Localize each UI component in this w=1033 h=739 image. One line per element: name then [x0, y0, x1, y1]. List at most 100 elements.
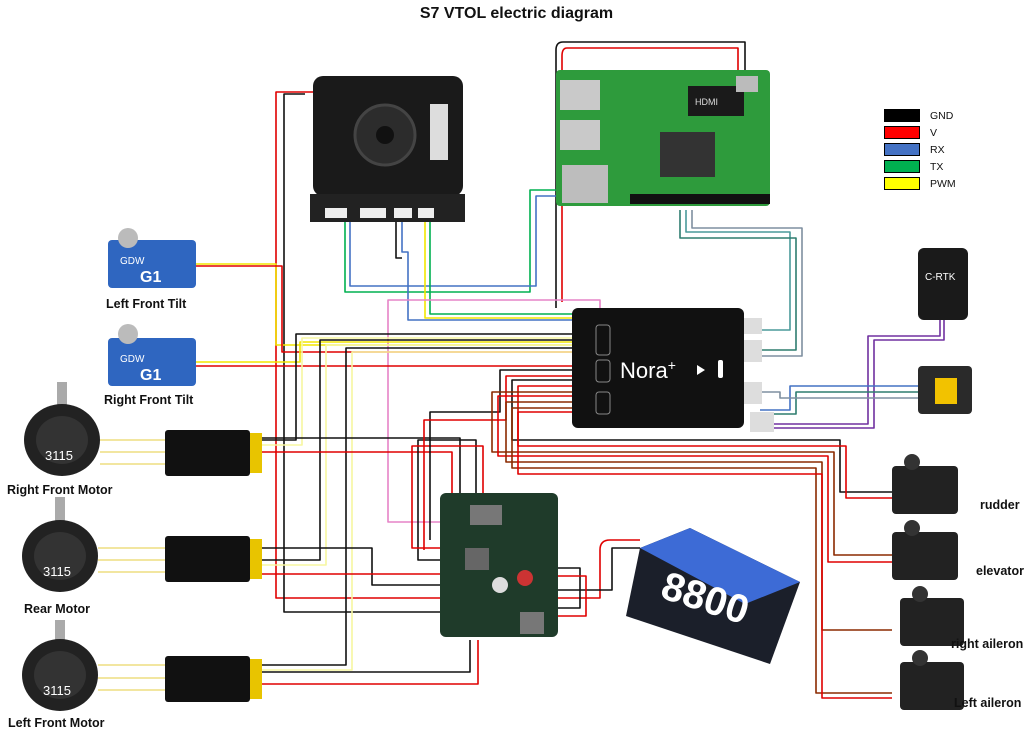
wire-lft-tilt-yellow — [195, 263, 572, 346]
label-right-front-motor: Right Front Motor — [7, 483, 113, 497]
wire-pdb-nora-multi1 — [429, 369, 572, 540]
wire-pi-top-red — [561, 47, 739, 302]
label-right-front-tilt: Right Front Tilt — [104, 393, 194, 407]
wire-pdb-nora-black — [417, 439, 477, 561]
label-rear-motor: Rear Motor — [24, 602, 90, 616]
wire-rtk-gray — [760, 391, 918, 399]
companion-computer — [310, 76, 465, 222]
motor-lf-leads — [98, 664, 165, 691]
servo-lft-brand: GDW — [120, 256, 145, 267]
wire-pi-computer-tx — [344, 189, 565, 293]
legend-gnd: GND — [884, 107, 956, 124]
c-rtk-gps: C-RTK — [918, 248, 968, 320]
motor-rear: 3115 — [22, 497, 98, 592]
wire-pi-nora-gray — [691, 210, 803, 357]
wire-esc2-sig — [262, 339, 572, 561]
wire-esc1-sig — [262, 333, 572, 441]
motor-left-front: 3115 — [22, 620, 98, 711]
wire-pi-nora-teal2 — [679, 210, 797, 351]
wire-pdb-nora-red — [411, 445, 484, 549]
esc-right-front — [165, 430, 262, 476]
wire-laileron — [511, 407, 892, 694]
wire-esc1-sig2 — [262, 337, 572, 446]
nora-flight-controller: Nora+ — [572, 308, 774, 432]
wire-esc3-sig2 — [262, 351, 572, 671]
legend-rx-label: RX — [930, 143, 945, 156]
wire-rft-tilt-yellow — [195, 341, 572, 363]
wire-color-legend: GND V RX TX PWM — [884, 107, 956, 192]
rtk-module — [918, 366, 972, 414]
legend-gnd-swatch — [884, 109, 920, 122]
wire-pink — [387, 299, 601, 523]
battery: 8800 — [626, 528, 800, 664]
wire-comp-nora-blue — [401, 222, 572, 321]
wire-esc3-sig — [262, 347, 572, 666]
wire-esc2-pwr-black — [262, 547, 440, 586]
motor-rear-model: 3115 — [43, 564, 71, 579]
legend-v-swatch — [884, 126, 920, 139]
esc-rear — [165, 536, 262, 582]
servo-rudder — [892, 454, 958, 514]
wire-comp-nora-black — [395, 222, 402, 259]
legend-pwm-swatch — [884, 177, 920, 190]
legend-v: V — [884, 124, 956, 141]
motor-rf-leads — [100, 439, 165, 465]
gps-label: C-RTK — [925, 272, 956, 283]
wire-pi-computer-rx — [349, 195, 568, 287]
wire-pi-top-black — [555, 41, 746, 308]
wire-pdb-right-black — [555, 567, 581, 609]
motor-rear-leads — [98, 547, 165, 573]
esc-left-front — [165, 656, 262, 702]
servo-right-front-tilt: GDW G1 — [108, 324, 196, 386]
wire-rudder-black — [511, 379, 892, 493]
wire-esc1-pwr-black — [262, 437, 461, 495]
wire-elevator — [491, 391, 892, 556]
legend-pwm: PWM — [884, 175, 956, 192]
wire-pdb-right-red — [555, 575, 587, 617]
servo-rft-brand: GDW — [120, 354, 145, 365]
servo-lft-model: G1 — [140, 269, 161, 286]
nora-label: Nora+ — [620, 357, 676, 383]
wire-pi-nora-teal1 — [685, 210, 791, 331]
wire-esc3-pwr-black — [262, 640, 471, 673]
wire-laileron-red — [517, 411, 892, 699]
motor-right-front: 3115 — [24, 382, 100, 476]
raspberry-pi: HDMI — [556, 70, 770, 206]
legend-tx-swatch — [884, 160, 920, 173]
pi-hdmi-label: HDMI — [695, 97, 718, 107]
wire-raileron — [505, 401, 892, 631]
wire-comp-nora-green — [429, 222, 572, 315]
label-rudder: rudder — [980, 498, 1020, 512]
wire-computer-power-2 — [283, 93, 440, 613]
servo-right-aileron — [900, 586, 964, 646]
wire-esc2-sig2 — [262, 344, 572, 566]
legend-rx: RX — [884, 141, 956, 158]
servo-left-aileron — [900, 650, 964, 710]
wire-gps-purple — [760, 320, 941, 425]
legend-tx: TX — [884, 158, 956, 175]
servo-rft-model: G1 — [140, 367, 161, 384]
wire-rudder-red — [517, 385, 892, 499]
wire-esc3-pwr-red — [262, 640, 479, 685]
servo-elevator — [892, 520, 958, 580]
motor-rf-model: 3115 — [45, 448, 73, 463]
diagram-title: S7 VTOL electric diagram — [419, 5, 614, 22]
wire-gps-purple2 — [760, 320, 945, 429]
wire-comp-nora-yellow — [424, 222, 572, 319]
wire-elevator-red — [497, 395, 892, 563]
legend-pwm-label: PWM — [930, 177, 956, 190]
label-left-aileron: Left aileron — [954, 696, 1022, 710]
servo-left-front-tilt: GDW G1 — [108, 228, 196, 288]
wire-lft-tilt-red — [195, 265, 572, 353]
label-elevator: elevator — [976, 564, 1024, 578]
legend-gnd-label: GND — [930, 109, 954, 122]
legend-v-label: V — [930, 126, 938, 139]
label-left-front-motor: Left Front Motor — [8, 716, 105, 730]
label-right-aileron: right aileron — [951, 637, 1024, 651]
power-distribution-board — [440, 493, 558, 637]
legend-rx-swatch — [884, 143, 920, 156]
label-left-front-tilt: Left Front Tilt — [106, 297, 187, 311]
wire-rtk-green — [760, 391, 918, 415]
wire-battery-black — [555, 547, 640, 591]
